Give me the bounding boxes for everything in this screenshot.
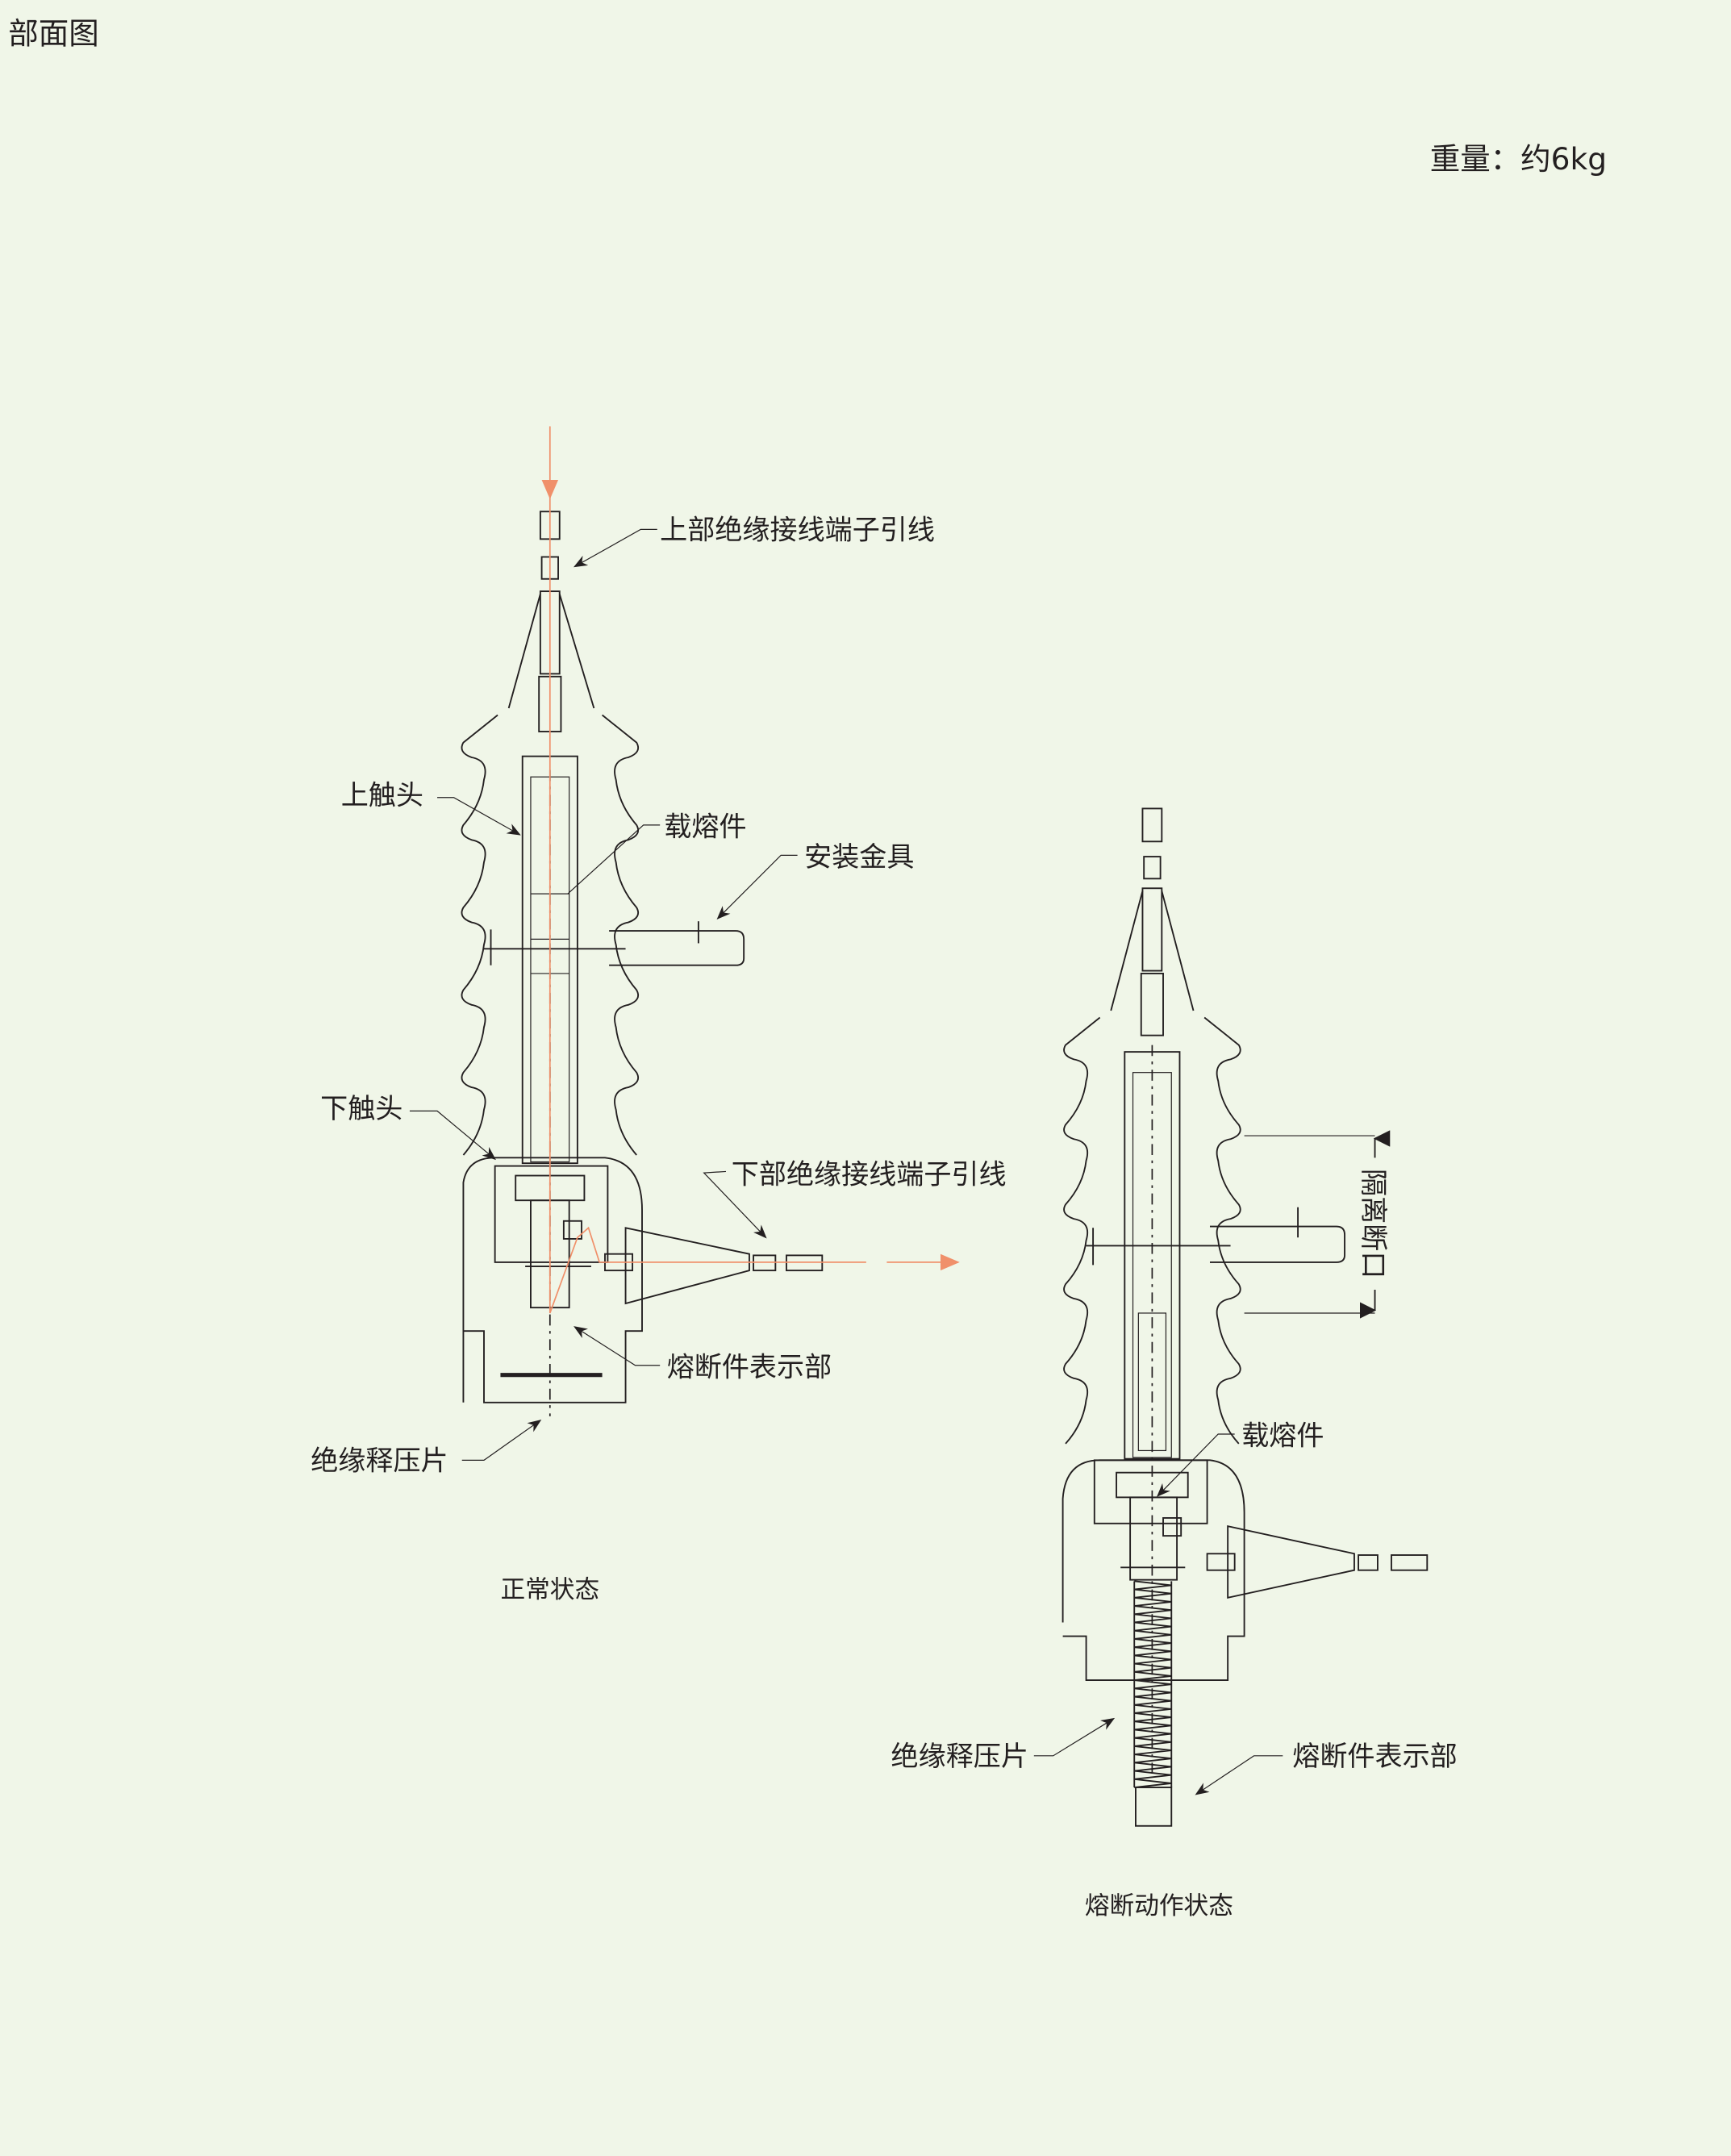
lower-terminal-cone — [624, 1227, 750, 1305]
current-path — [548, 494, 866, 1314]
label-pressure-relief: 绝缘释压片 — [311, 1445, 448, 1477]
normal-state-fuse: 上部绝缘接线端子引线 上触头 载熔件 安装金具 下触头 下部绝缘接线端子引线 熔… — [311, 426, 1007, 1604]
caption-normal-state: 正常状态 — [500, 1576, 599, 1604]
indicator-nut — [1135, 1787, 1173, 1827]
label-upper-terminal: 上部绝缘接线端子引线 — [660, 514, 935, 546]
page-title: 部面图 — [8, 16, 98, 52]
indicator-screw — [562, 1220, 582, 1240]
mounting-bracket — [609, 930, 745, 966]
label-isolation-gap: 隔离断口 — [1357, 1169, 1389, 1278]
indicator-spring — [1133, 1580, 1173, 1788]
label-upper-contact: 上触头 — [341, 779, 423, 811]
insulator-sheds — [1063, 1016, 1241, 1445]
label-fuse-carrier: 载熔件 — [664, 811, 746, 844]
label-fuse-carrier-blown: 载熔件 — [1241, 1420, 1324, 1453]
label-lower-contact: 下触头 — [320, 1093, 403, 1125]
label-lower-terminal: 下部绝缘接线端子引线 — [732, 1159, 1007, 1191]
weight-label: 重量：约6kg — [1430, 141, 1607, 177]
center-axis — [483, 929, 626, 965]
label-fuse-indicator-blown: 熔断件表示部 — [1292, 1741, 1457, 1773]
label-fuse-indicator: 熔断件表示部 — [667, 1351, 832, 1383]
label-pressure-relief-blown: 绝缘释压片 — [891, 1741, 1028, 1773]
caption-blown-state: 熔断动作状态 — [1085, 1892, 1233, 1920]
label-mounting-bracket: 安装金具 — [804, 841, 914, 874]
insulator-sheds — [461, 714, 640, 1156]
blown-state-fuse: 隔离断口 载熔件 绝缘释压片 熔断件表示部 熔断动作状态 — [891, 807, 1458, 1920]
